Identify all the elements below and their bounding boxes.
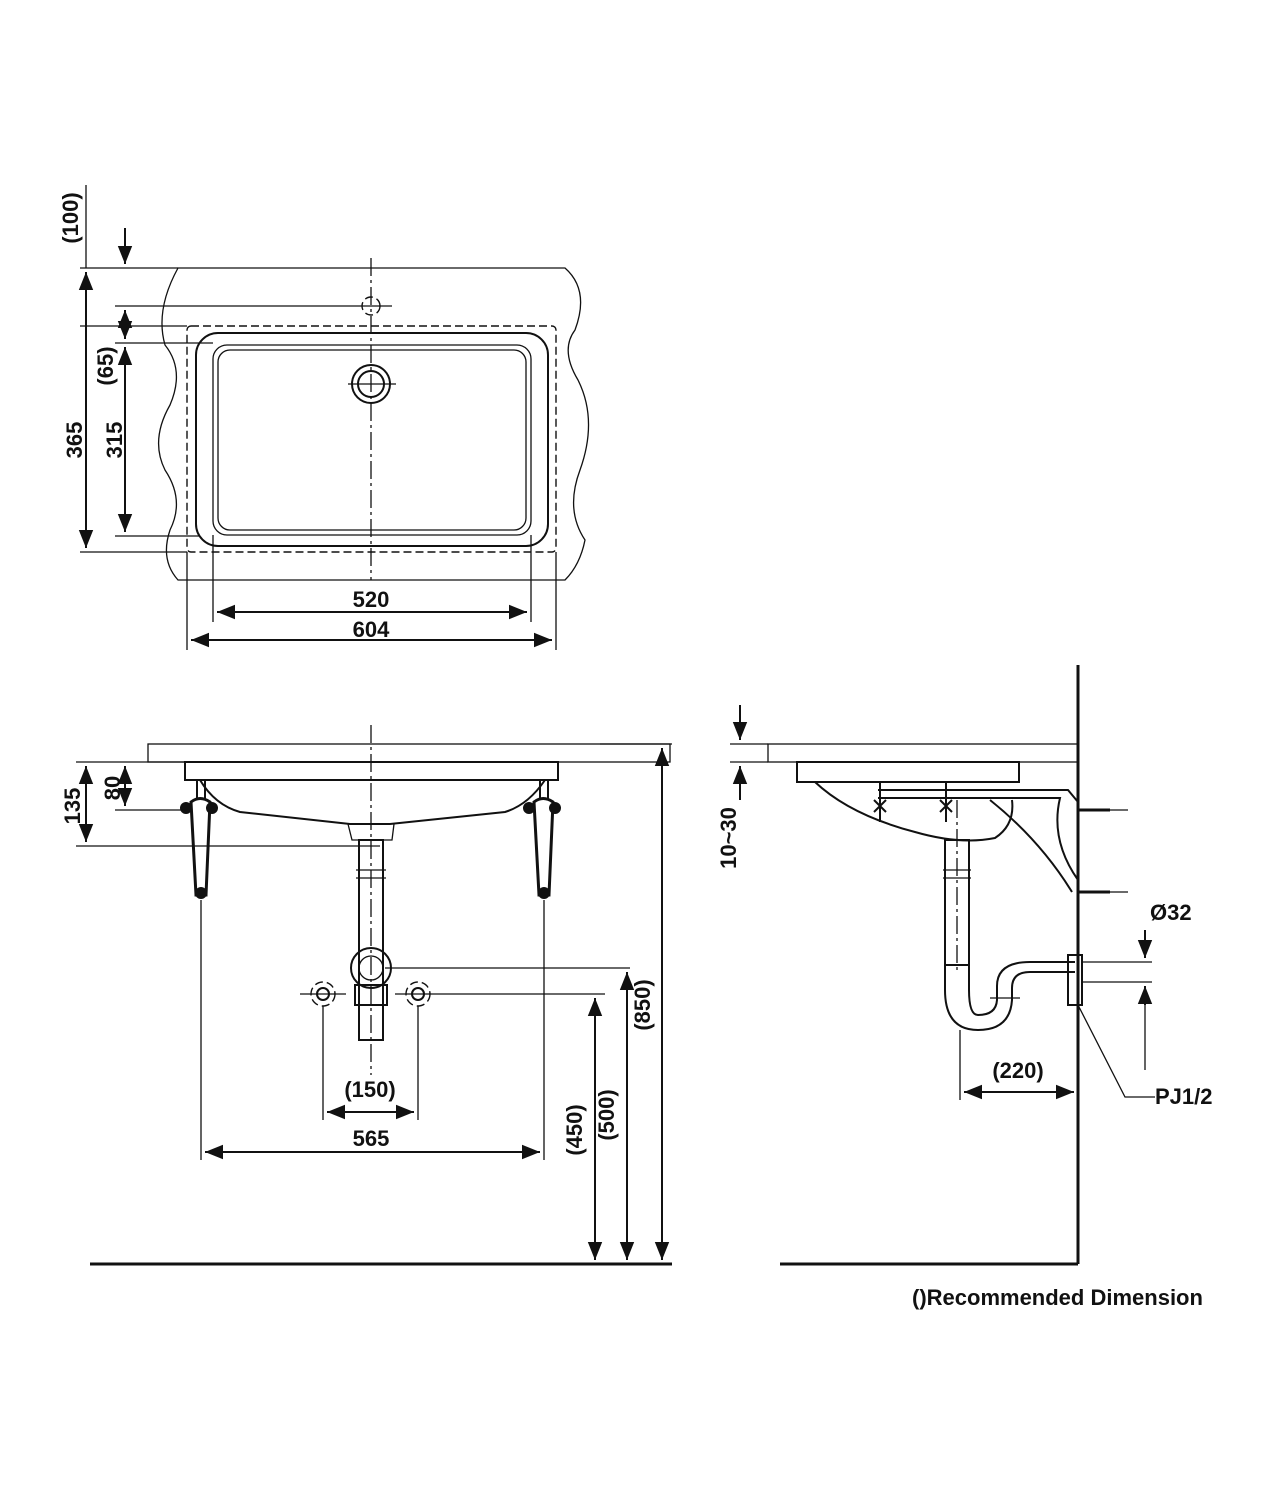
basin-rim [195, 332, 549, 547]
front-basin-bowl [199, 779, 546, 825]
side-bracket [878, 789, 1079, 893]
basin-bowl [212, 344, 532, 536]
recommended-dimension-note: ()Recommended Dimension [912, 1285, 1203, 1310]
dim-520-label: 520 [353, 587, 390, 612]
front-countertop [147, 743, 671, 763]
side-drain-pipe [944, 839, 970, 966]
dim-604-label: 604 [353, 617, 390, 642]
front-drain-pipe [358, 839, 384, 1041]
dim-450-label: (450) [562, 1104, 587, 1155]
dim-315-label: 315 [102, 422, 127, 459]
dim-500-label: (500) [594, 1089, 619, 1140]
dim-135-label: 135 [60, 788, 85, 825]
dim-850-label: (850) [630, 979, 655, 1030]
dim-100-label: (100) [58, 192, 83, 243]
front-leg-left [180, 780, 218, 899]
dim-220-label: (220) [992, 1058, 1043, 1083]
side-basin-bowl [814, 781, 1014, 842]
side-p-trap [944, 961, 1075, 1032]
top-view: (100) 365 (65) 315 520 604 [58, 185, 590, 650]
side-view: Ø32 (220) PJ1/2 10~30 [716, 665, 1213, 1266]
front-view: 135 80 (150) 565 (450) (500) (850) [60, 725, 672, 1266]
front-leg-right [523, 780, 561, 899]
dim-150-label: (150) [344, 1077, 395, 1102]
side-basin-rim [796, 761, 1020, 783]
pj-label: PJ1/2 [1155, 1084, 1213, 1109]
dim-65-label: (65) [93, 346, 118, 385]
dim-365-label: 365 [62, 422, 87, 459]
side-countertop [767, 743, 1079, 763]
dim-80-label: 80 [100, 776, 125, 800]
dim-10-30-label: 10~30 [716, 807, 741, 869]
dim-565-label: 565 [353, 1126, 390, 1151]
dim-32-label: Ø32 [1150, 900, 1192, 925]
